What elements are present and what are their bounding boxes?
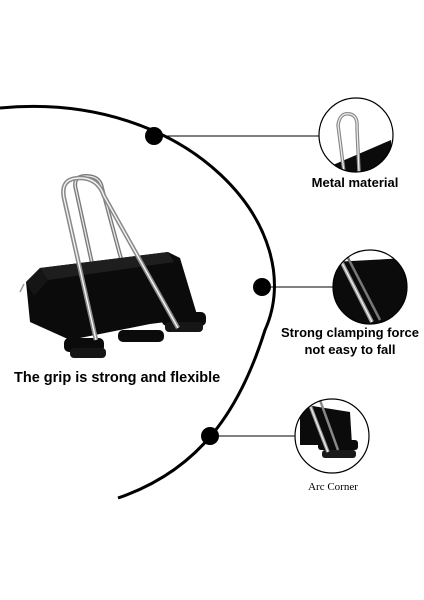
label-arc-corner: Arc Corner <box>308 481 358 493</box>
binder-clip-image <box>19 173 206 358</box>
label-grip: The grip is strong and flexible <box>14 370 221 386</box>
clamping-closeup <box>333 250 407 324</box>
dot-metal <box>145 127 163 145</box>
arc-corner-closeup <box>295 399 369 473</box>
label-metal-material: Metal material <box>311 175 399 190</box>
dot-clamp <box>253 278 271 296</box>
metal-wire-closeup <box>319 98 393 172</box>
arc-line <box>0 105 276 500</box>
label-clamping-force: Strong clamping force not easy to fall <box>272 324 424 358</box>
label-clamping-line1: Strong clamping force <box>281 325 419 340</box>
dot-arc <box>201 427 219 445</box>
label-clamping-line2: not easy to fall <box>304 342 396 357</box>
